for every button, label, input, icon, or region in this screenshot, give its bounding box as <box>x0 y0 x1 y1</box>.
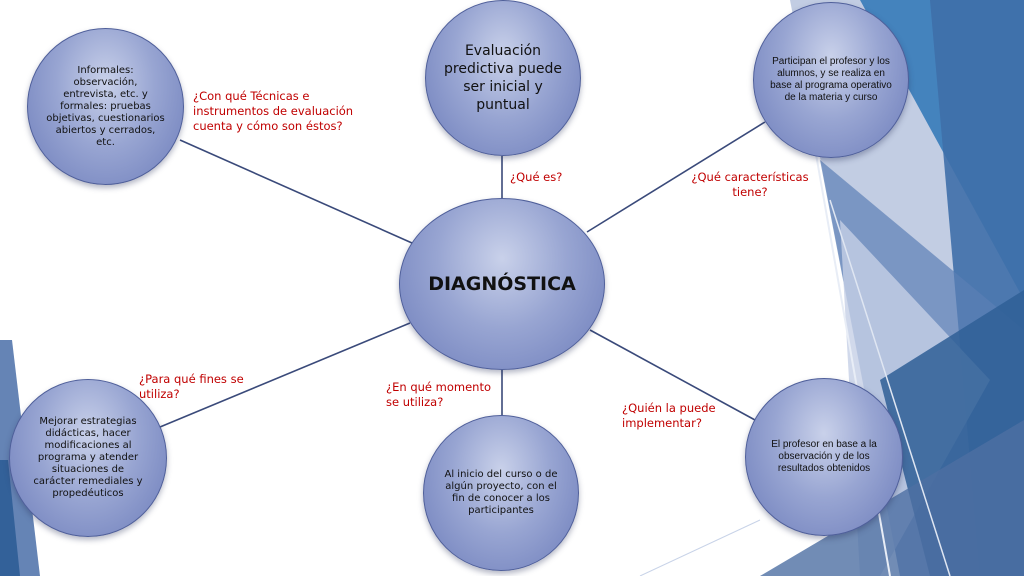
node-techniques: Informales: observación, entrevista, etc… <box>27 28 184 185</box>
question-characteristics: ¿Qué características tiene? <box>691 170 809 199</box>
question-techniques: ¿Con qué Técnicas e instrumentos de eval… <box>193 89 354 133</box>
node-bottom-left-label: Mejorar estrategias didácticas, hacer mo… <box>33 416 143 499</box>
connector-top-right <box>586 121 766 233</box>
node-moment: Al inicio del curso o de algún proyecto,… <box>423 415 579 571</box>
node-top-left-label: Informales: observación, entrevista, etc… <box>46 64 165 148</box>
node-top-right-label: Participan el profesor y los alumnos, y … <box>770 56 892 103</box>
node-bottom-center-label: Al inicio del curso o de algún proyecto,… <box>444 469 558 516</box>
node-center-diagnostica: DIAGNÓSTICA <box>399 198 605 370</box>
connector-bottom-right <box>589 329 756 421</box>
question-purpose: ¿Para qué fines se utiliza? <box>139 372 244 401</box>
node-top-label: Evaluación predictiva puede ser inicial … <box>444 43 562 113</box>
question-when: ¿En qué momento se utiliza? <box>386 380 491 409</box>
node-predictive-evaluation: Evaluación predictiva puede ser inicial … <box>425 0 581 156</box>
node-purpose: Mejorar estrategias didácticas, hacer mo… <box>9 379 167 537</box>
center-title: DIAGNÓSTICA <box>428 273 576 295</box>
question-who: ¿Quién la puede implementar? <box>622 401 716 430</box>
node-implementer: El profesor en base a la observación y d… <box>745 378 903 536</box>
node-bottom-right-label: El profesor en base a la observación y d… <box>771 439 877 474</box>
question-what-is: ¿Qué es? <box>510 170 563 184</box>
connector-top-left <box>179 139 413 244</box>
connector-bottom-left <box>159 322 411 428</box>
node-characteristics: Participan el profesor y los alumnos, y … <box>753 2 909 158</box>
